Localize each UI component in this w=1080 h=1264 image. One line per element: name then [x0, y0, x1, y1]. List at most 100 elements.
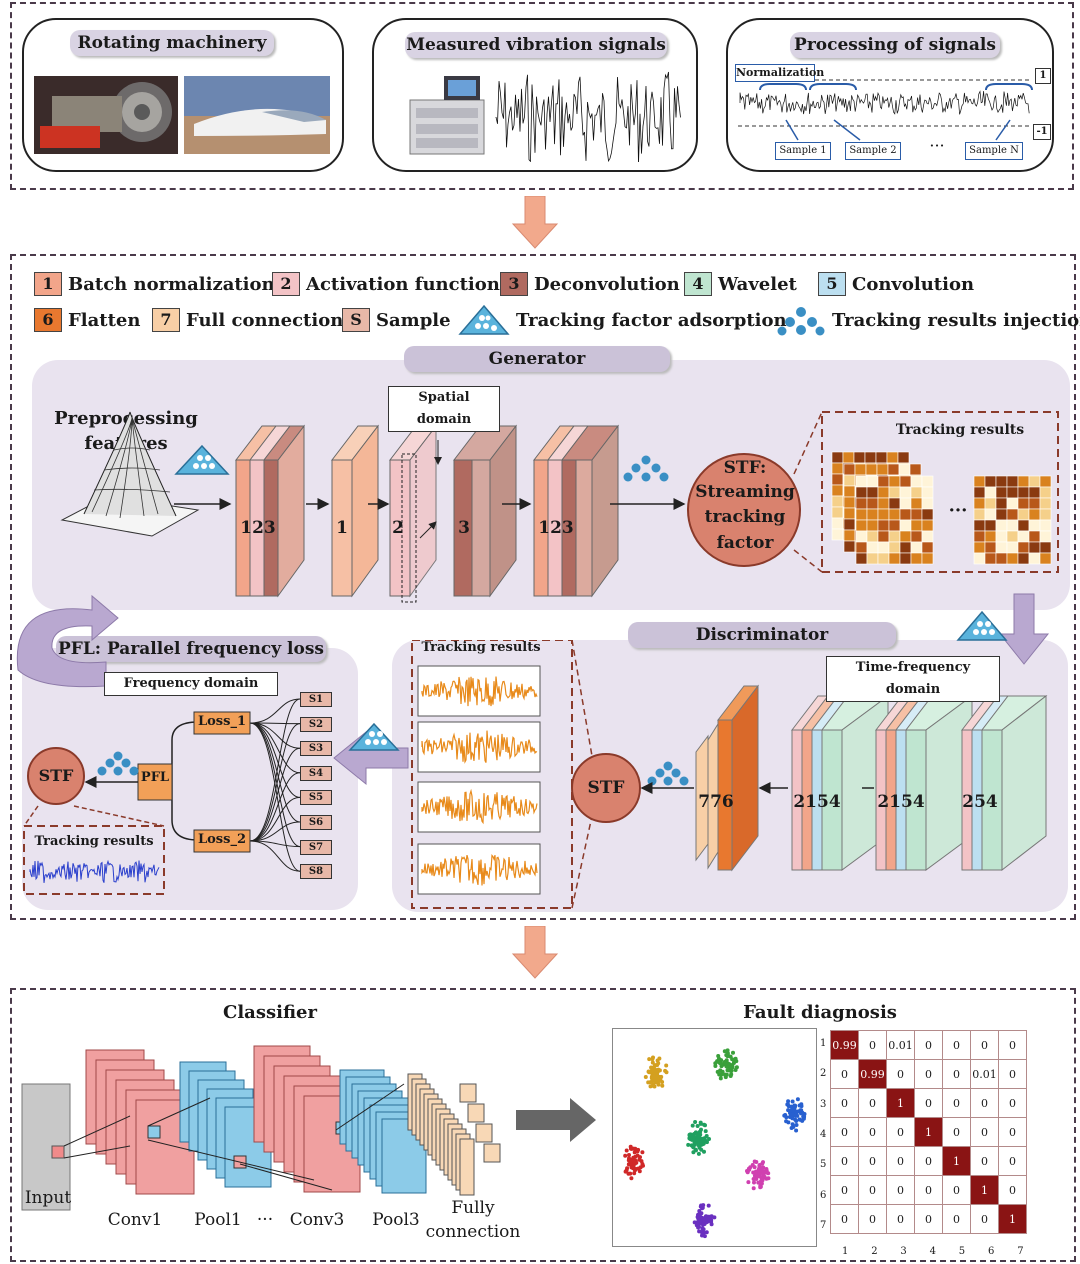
sample-n-label: Sample N	[965, 142, 1023, 160]
pfl-tracking-wave	[29, 859, 160, 883]
cm-cell: 0	[830, 1175, 859, 1205]
middle-section	[10, 254, 1076, 920]
cm-col-label: 7	[1017, 1246, 1024, 1257]
cm-cell: 1	[942, 1146, 971, 1176]
time-frequency-domain-label: Time-frequency domain	[826, 656, 1000, 702]
disc-block-254	[960, 694, 1048, 872]
classifier-title: Classifier	[223, 1002, 317, 1023]
tracking-factor-icon	[458, 304, 510, 335]
cm-cell: 0	[942, 1204, 971, 1234]
cm-col-label: 1	[842, 1246, 849, 1257]
gen-block-2-spatial	[388, 424, 442, 603]
cm-cell: 0	[914, 1059, 943, 1089]
samples-ellipsis: ···	[929, 136, 945, 155]
cm-cell: 0	[942, 1117, 971, 1147]
pfl-connection-lines	[249, 698, 301, 872]
spatial-domain-label: Spatial domain	[388, 386, 500, 432]
cm-cell: 0	[886, 1117, 915, 1147]
cm-col-label: 3	[900, 1246, 907, 1257]
disc-to-pfl-arrow	[333, 722, 409, 786]
cm-cell: 0	[886, 1204, 915, 1234]
legend-tracking-adsorption: Tracking factor adsorption	[458, 304, 787, 336]
fault-diagnosis-title: Fault diagnosis	[743, 1002, 897, 1023]
cm-cell: 0	[886, 1146, 915, 1176]
disc-stf-label: STF	[587, 778, 625, 798]
stf-streaming-line3: tracking	[704, 507, 786, 527]
cm-cell: 0	[970, 1088, 999, 1118]
cm-cell: 1	[886, 1088, 915, 1118]
loss-2-label: Loss_2	[198, 832, 246, 847]
heatmap-ellipsis: ···	[948, 500, 968, 521]
pfl-sample-4: S4	[300, 765, 332, 781]
top-section	[10, 2, 1074, 190]
classifier-diagram	[21, 1045, 596, 1211]
feedback-arrows	[16, 593, 1050, 688]
discriminator-title: Discriminator	[628, 622, 896, 648]
bottom-section	[10, 988, 1076, 1262]
cm-cell: 0	[942, 1030, 971, 1060]
cm-cell: 0	[970, 1204, 999, 1234]
cm-cell: 0.99	[858, 1059, 887, 1089]
cm-cell: 0	[830, 1146, 859, 1176]
disc-tracking-waves	[421, 676, 538, 886]
pfl-stf-label: STF	[38, 766, 74, 785]
fc-stack	[407, 1073, 501, 1196]
cm-col-label: 5	[958, 1246, 966, 1257]
pfl-sample-2: S2	[300, 716, 332, 732]
cm-row-label: 4	[820, 1128, 827, 1140]
tsne-scatter	[612, 1028, 817, 1247]
cm-cell: 0	[998, 1059, 1027, 1089]
machinery-images	[34, 76, 330, 154]
disc-block-776	[695, 684, 760, 872]
cm-cell: 0	[942, 1088, 971, 1118]
gen-block-2-label: 2	[392, 518, 404, 538]
gen-block-123-a-label: 123	[240, 518, 276, 538]
cm-cell: 0	[858, 1175, 887, 1205]
flow-arrow-1	[511, 196, 559, 249]
cm-cell: 0	[830, 1088, 859, 1118]
cm-cell: 0	[886, 1175, 915, 1205]
pfl-tracking-results-label: Tracking results	[34, 834, 154, 849]
pool3-label: Pool3	[372, 1210, 420, 1230]
sample-1-label: Sample 1	[775, 142, 831, 160]
panel-title-vibration: Measured vibration signals	[405, 32, 667, 58]
cm-cell: 0	[998, 1088, 1027, 1118]
cm-row-label: 1	[820, 1038, 827, 1049]
cm-cell: 0.99	[830, 1030, 859, 1060]
cm-cell: 0	[998, 1030, 1027, 1060]
cm-row-label: 6	[820, 1189, 827, 1201]
disc-block-2154-a-label: 2154	[793, 792, 841, 812]
disc-block-2154-b	[874, 695, 974, 871]
cm-cell: 1	[998, 1204, 1027, 1234]
stf-streaming-line4: factor	[716, 533, 774, 553]
panel-title-processing: Processing of signals	[790, 32, 1000, 58]
input-label: Input	[24, 1188, 72, 1208]
conv1-stack	[85, 1049, 195, 1195]
cm-row-label: 7	[820, 1219, 827, 1231]
stf-streaming-line1: STF:	[723, 458, 767, 478]
pfl-sample-3: S3	[300, 741, 332, 757]
cm-cell: 0	[970, 1117, 999, 1147]
cm-row-label: 5	[820, 1159, 827, 1171]
discriminator-diagram	[411, 640, 1048, 909]
cm-cell: 0	[914, 1175, 943, 1205]
gen-block-123-b	[532, 424, 620, 598]
gen-block-1-label: 1	[336, 518, 348, 538]
conv1-label: Conv1	[107, 1210, 163, 1230]
cm-cell: 0	[858, 1088, 887, 1118]
cm-cell: 0	[998, 1175, 1027, 1205]
pfl-sample-6: S6	[300, 815, 332, 830]
tracking-injection-icon	[777, 307, 825, 336]
vibration-wave	[495, 71, 681, 162]
pfl-sample-7: S7	[300, 839, 332, 855]
panel-title-rotating: Rotating machinery	[70, 30, 274, 56]
cm-cell: 1	[970, 1175, 999, 1205]
cm-row-label: 3	[820, 1098, 827, 1110]
loss-1-label: Loss_1	[198, 714, 246, 729]
